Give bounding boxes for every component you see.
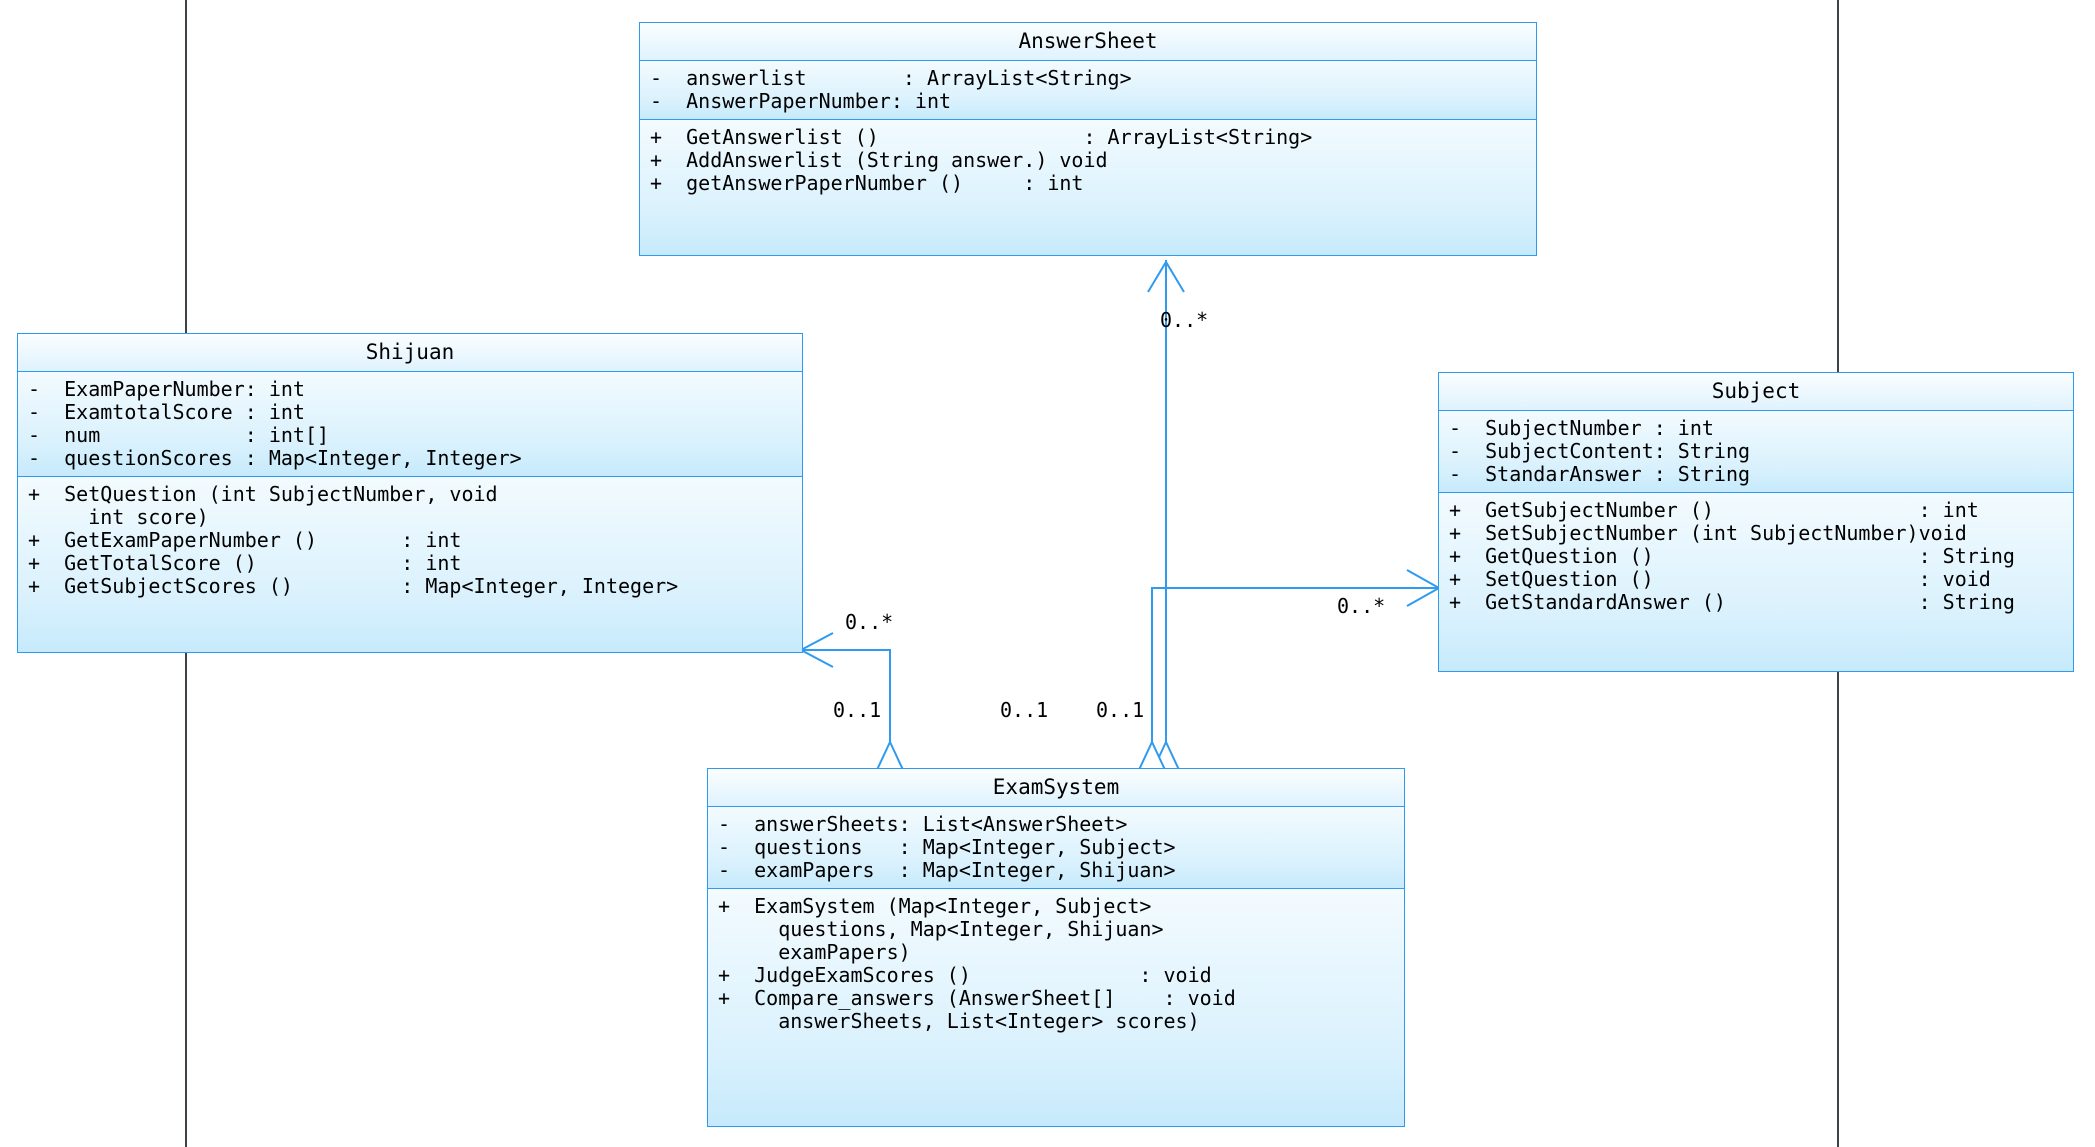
attribute-row: - questionScores : Map<Integer, Integer> — [28, 446, 522, 471]
method-row: + GetQuestion () : String — [1449, 544, 2015, 569]
class-attributes-shijuan: - ExamPaperNumber: int - ExamtotalScore … — [18, 372, 802, 477]
class-title-examsystem: ExamSystem — [708, 769, 1404, 808]
attribute-row: - questions : Map<Integer, Subject> — [718, 835, 1176, 860]
connector-examsystem-answersheet — [1147, 260, 1185, 805]
multiplicity-examsystem-answersheet: 0..1 — [1000, 698, 1049, 722]
method-row: + getAnswerPaperNumber () : int — [650, 171, 1084, 196]
method-row: + GetExamPaperNumber () : int — [28, 528, 462, 553]
class-attributes-answersheet: - answerlist : ArrayList<String> - Answe… — [640, 61, 1536, 120]
attribute-row: - SubjectContent: String — [1449, 439, 1751, 464]
multiplicity-subject: 0..* — [1337, 594, 1386, 618]
multiplicity-examsystem-subject: 0..1 — [1096, 698, 1145, 722]
attribute-row: - answerSheets: List<AnswerSheet> — [718, 812, 1128, 837]
attribute-row: - ExamtotalScore : int — [28, 400, 305, 425]
attribute-row: - num : int[] — [28, 423, 330, 448]
method-row: questions, Map<Integer, Shijuan> — [718, 917, 1164, 942]
multiplicity-shijuan: 0..* — [845, 610, 894, 634]
multiplicity-examsystem-shijuan: 0..1 — [833, 698, 882, 722]
attribute-row: - AnswerPaperNumber: int — [650, 89, 952, 114]
method-row: + GetAnswerlist () : ArrayList<String> — [650, 125, 1313, 150]
method-row: + GetStandardAnswer () : String — [1449, 590, 2015, 615]
attribute-row: - answerlist : ArrayList<String> — [650, 66, 1132, 91]
class-methods-answersheet: + GetAnswerlist () : ArrayList<String> +… — [640, 119, 1536, 255]
method-row: int score) — [28, 505, 209, 530]
multiplicity-answersheet: 0..* — [1160, 308, 1209, 332]
method-row: + SetQuestion (int SubjectNumber, void — [28, 482, 498, 507]
class-box-examsystem[interactable]: ExamSystem - answerSheets: List<AnswerSh… — [707, 768, 1405, 1127]
class-methods-subject: + GetSubjectNumber () : int + SetSubject… — [1439, 492, 2073, 671]
method-row: + GetTotalScore () : int — [28, 551, 462, 576]
class-attributes-examsystem: - answerSheets: List<AnswerSheet> - ques… — [708, 807, 1404, 889]
class-title-subject: Subject — [1439, 373, 2073, 412]
class-title-answersheet: AnswerSheet — [640, 23, 1536, 62]
method-row: + SetQuestion () : void — [1449, 567, 1991, 592]
class-box-shijuan[interactable]: Shijuan - ExamPaperNumber: int - Examtot… — [17, 333, 803, 653]
method-row: + ExamSystem (Map<Integer, Subject> — [718, 894, 1152, 919]
class-attributes-subject: - SubjectNumber : int - SubjectContent: … — [1439, 411, 2073, 493]
method-row: + AddAnswerlist (String answer.) void — [650, 148, 1108, 173]
method-row: + GetSubjectScores () : Map<Integer, Int… — [28, 574, 679, 599]
method-row: + GetSubjectNumber () : int — [1449, 498, 1979, 523]
attribute-row: - examPapers : Map<Integer, Shijuan> — [718, 858, 1176, 883]
method-row: answerSheets, List<Integer> scores) — [718, 1009, 1200, 1034]
method-row: + Compare_answers (AnswerSheet[] : void — [718, 986, 1236, 1011]
attribute-row: - StandarAnswer : String — [1449, 462, 1751, 487]
class-methods-shijuan: + SetQuestion (int SubjectNumber, void i… — [18, 476, 802, 652]
method-row: examPapers) — [718, 940, 911, 965]
method-row: + SetSubjectNumber (int SubjectNumber)vo… — [1449, 521, 1967, 546]
method-row: + JudgeExamScores () : void — [718, 963, 1212, 988]
class-box-subject[interactable]: Subject - SubjectNumber : int - SubjectC… — [1438, 372, 2074, 672]
attribute-row: - SubjectNumber : int — [1449, 416, 1714, 441]
class-title-shijuan: Shijuan — [18, 334, 802, 373]
class-methods-examsystem: + ExamSystem (Map<Integer, Subject> ques… — [708, 888, 1404, 1126]
class-box-answersheet[interactable]: AnswerSheet - answerlist : ArrayList<Str… — [639, 22, 1537, 256]
attribute-row: - ExamPaperNumber: int — [28, 377, 305, 402]
